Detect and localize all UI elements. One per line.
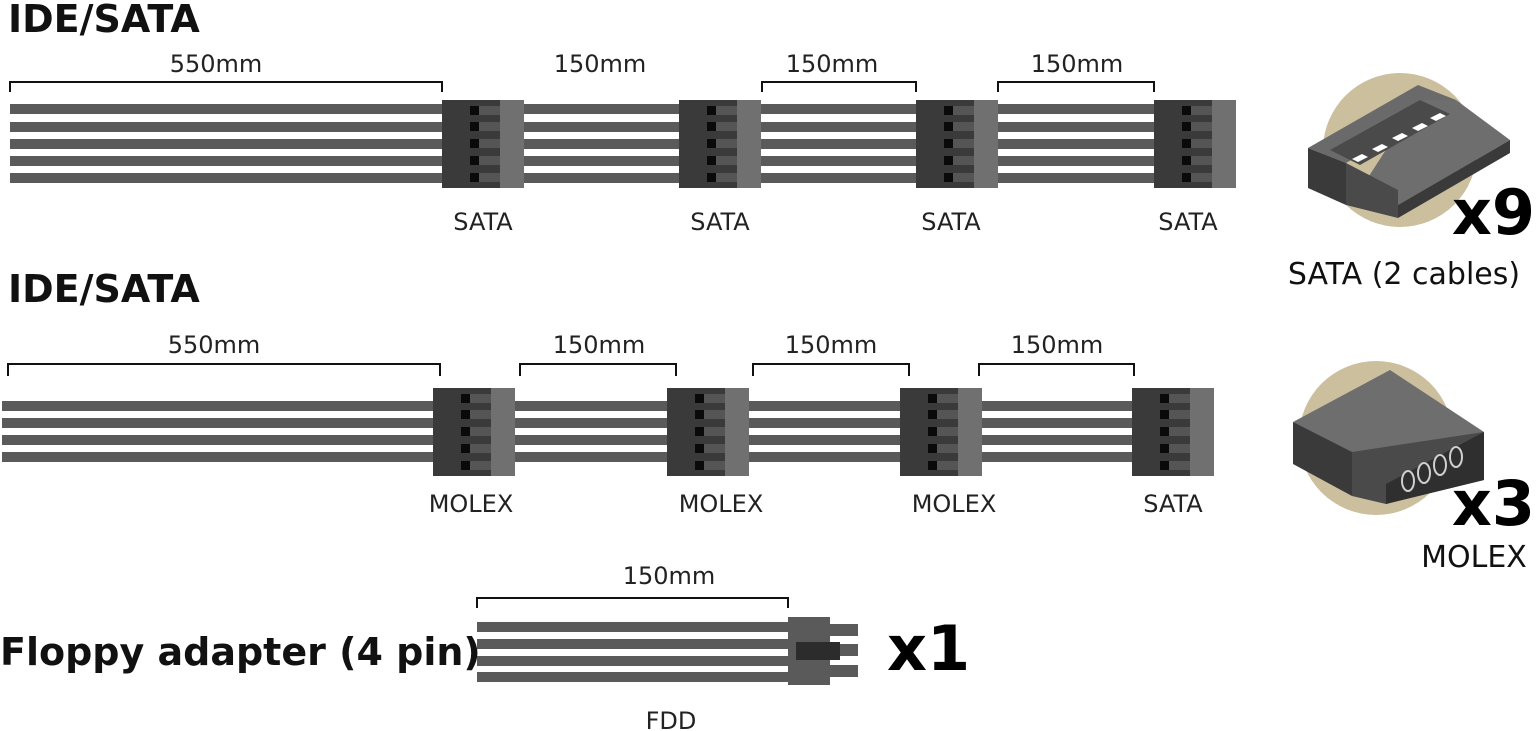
connector-molex: [900, 388, 982, 476]
length-label: 550mm: [170, 50, 263, 78]
length-label: 150mm: [785, 331, 878, 359]
connector-molex: [433, 388, 515, 476]
connector-molex: [667, 388, 749, 476]
sata-connector-icon: [1308, 73, 1510, 227]
molex-count: x3: [1452, 467, 1535, 540]
floppy-count: x1: [887, 612, 970, 685]
cable-2-length-brackets: [7, 363, 1135, 376]
length-bracket: [476, 597, 789, 608]
floppy-cable: Floppy adapter (4 pin) 150mm FDD x1: [0, 562, 970, 731]
cable-1-length-brackets: [9, 81, 1155, 92]
length-bracket: [752, 363, 910, 376]
length-label: 150mm: [554, 50, 647, 78]
length-bracket: [9, 81, 443, 92]
connector-sata: [1132, 388, 1214, 476]
cable-2-title: IDE/SATA: [8, 267, 200, 311]
length-bracket: [7, 363, 441, 376]
length-bracket: [997, 81, 1155, 92]
length-bracket: [978, 363, 1135, 376]
length-label: 150mm: [623, 562, 716, 590]
cable-2-wires: [2, 401, 1134, 462]
connector-sata: [1154, 100, 1236, 188]
connector-fdd: [788, 617, 858, 685]
cable-1: IDE/SATA 550mm 150mm 150mm 150mm: [8, 0, 1236, 236]
length-label: 550mm: [168, 331, 261, 359]
connector-sata: [442, 100, 524, 188]
floppy-title: Floppy adapter (4 pin): [0, 630, 481, 674]
connector-label: SATA: [453, 208, 513, 236]
cable-2: IDE/SATA 550mm 150mm 150mm 150mm: [2, 267, 1214, 518]
connector-label: FDD: [646, 707, 697, 731]
connector-sata: [679, 100, 761, 188]
length-label: 150mm: [1031, 50, 1124, 78]
connector-label: SATA: [690, 208, 750, 236]
molex-connector-icon: [1293, 361, 1484, 515]
sata-caption: SATA (2 cables): [1288, 257, 1520, 292]
cable-1-wires: [10, 104, 1154, 183]
summary-molex: x3 MOLEX: [1293, 361, 1535, 575]
length-label: 150mm: [786, 50, 879, 78]
molex-caption: MOLEX: [1421, 540, 1527, 575]
connector-label: MOLEX: [679, 490, 764, 518]
summary-sata: x9 SATA (2 cables): [1288, 73, 1535, 292]
length-label: 150mm: [1011, 331, 1104, 359]
connector-label: SATA: [1143, 490, 1203, 518]
connector-label: SATA: [921, 208, 981, 236]
connector-label: MOLEX: [429, 490, 514, 518]
cable-1-title: IDE/SATA: [8, 0, 200, 41]
length-bracket: [519, 363, 677, 376]
length-label: 150mm: [553, 331, 646, 359]
connector-label: MOLEX: [912, 490, 997, 518]
connector-label: SATA: [1158, 208, 1218, 236]
floppy-wires: [477, 622, 789, 682]
length-bracket: [761, 81, 917, 92]
sata-count: x9: [1452, 176, 1535, 249]
connector-sata: [916, 100, 998, 188]
